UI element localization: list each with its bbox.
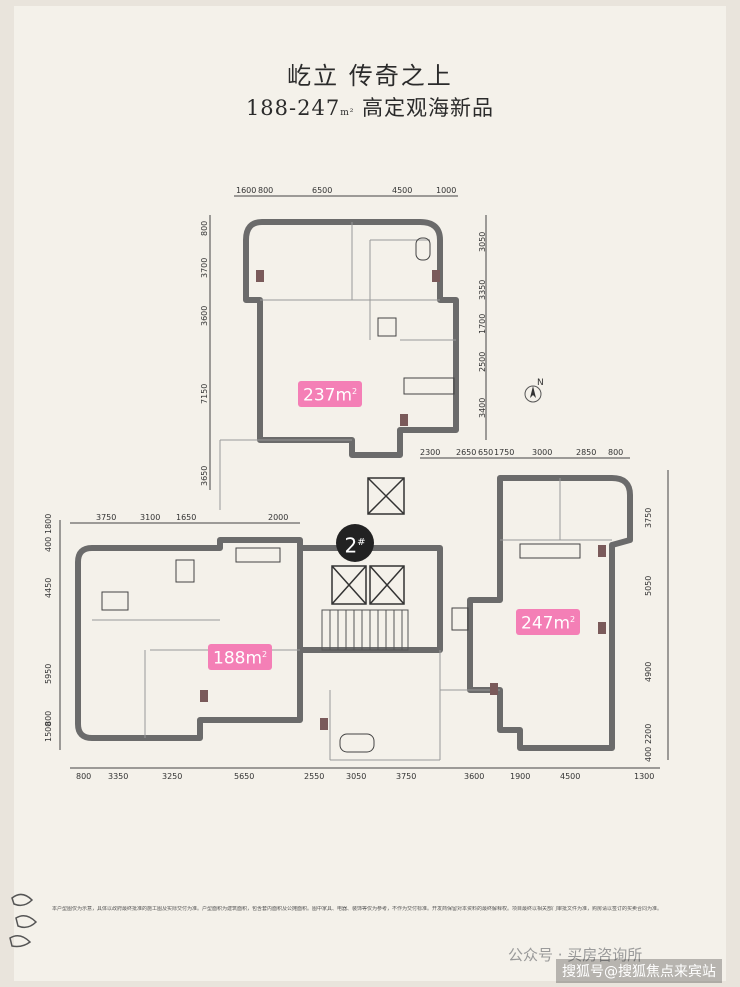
dim-label: 4900 xyxy=(644,661,653,682)
dim-label: 400 xyxy=(44,536,53,552)
stair xyxy=(321,609,409,651)
dim-label: 3700 xyxy=(200,257,209,278)
sink-icon xyxy=(101,591,129,611)
kitchen-counter xyxy=(403,377,455,395)
dim-label: 1000 xyxy=(436,186,457,195)
dim-label: 4500 xyxy=(392,186,413,195)
dim-label: 3750 xyxy=(96,513,117,522)
dim-label: 3050 xyxy=(478,231,487,252)
kitchen-counter xyxy=(519,543,581,559)
dim-label: 800 xyxy=(76,772,92,781)
dim-label: 3600 xyxy=(200,305,209,326)
unit-area-badge-188: 188m2 xyxy=(208,644,273,670)
dim-label: 1300 xyxy=(634,772,655,781)
dim-label: 1650 xyxy=(176,513,197,522)
dim-label: 650 xyxy=(478,448,494,457)
page-title: 屹立 传奇之上 xyxy=(287,62,453,90)
dim-label: 5050 xyxy=(644,575,653,596)
toilet-icon xyxy=(377,317,397,337)
dim-label: 3750 xyxy=(396,772,417,781)
page-subtitle: 188-247m² 高定观海新品 xyxy=(0,92,740,122)
dim-label: 3350 xyxy=(108,772,129,781)
floorplan-sheet xyxy=(14,6,726,981)
source-watermark: 搜狐号@搜狐焦点来宾站 xyxy=(556,959,722,983)
dim-label: 3350 xyxy=(478,279,487,300)
elevator-shaft xyxy=(369,565,405,605)
compass-icon: N xyxy=(523,378,544,404)
dim-label: 800 xyxy=(608,448,624,457)
unit-188-outline xyxy=(75,537,303,741)
dim-label: 800 xyxy=(44,710,53,726)
wechat-account-watermark: 公众号 · 买房咨询所 xyxy=(508,946,643,964)
dim-label: 3250 xyxy=(162,772,183,781)
subtitle-unit: m² xyxy=(340,108,355,118)
dim-label: 400 xyxy=(644,746,653,762)
dim-label: 2500 xyxy=(478,351,487,372)
dim-label: 3650 xyxy=(200,465,209,486)
dim-label: 4450 xyxy=(44,577,53,598)
subtitle-text: 高定观海新品 xyxy=(362,96,495,120)
dim-label: 2000 xyxy=(268,513,289,522)
dim-label: 2850 xyxy=(576,448,597,457)
dim-label: 3400 xyxy=(478,397,487,418)
elevator-shaft xyxy=(367,477,405,515)
dim-label: 800 xyxy=(258,186,274,195)
toilet-icon xyxy=(451,607,469,631)
dim-label: 7150 xyxy=(200,383,209,404)
kitchen-counter xyxy=(235,547,281,563)
developer-logo-icon xyxy=(6,888,44,952)
building-number-badge: 2# xyxy=(336,524,374,562)
elevator-shaft xyxy=(331,565,367,605)
dim-label: 5950 xyxy=(44,663,53,684)
dim-label: 2300 xyxy=(420,448,441,457)
dim-label: 2650 xyxy=(456,448,477,457)
dim-label: 3050 xyxy=(346,772,367,781)
dim-label: 4500 xyxy=(560,772,581,781)
toilet-icon xyxy=(175,559,195,583)
dim-label: 3100 xyxy=(140,513,161,522)
dim-label: 1800 xyxy=(44,513,53,534)
unit-area-badge-247: 247m2 xyxy=(516,609,581,635)
dim-label: 1750 xyxy=(494,448,515,457)
unit-area-badge-237: 237m2 xyxy=(298,381,363,407)
dim-label: 2550 xyxy=(304,772,325,781)
bathtub-icon xyxy=(339,733,375,753)
bathtub-icon xyxy=(415,237,431,261)
subtitle-area-range: 188-247 xyxy=(245,96,341,120)
dim-label: 3750 xyxy=(644,507,653,528)
dim-label: 2200 xyxy=(644,723,653,744)
dim-label: 1900 xyxy=(510,772,531,781)
dim-label: 3600 xyxy=(464,772,485,781)
unit-237-outline xyxy=(243,219,459,458)
disclaimer-text: 本户型图仅为示意，具体以政府最终批准的施工图及实际交付为准。户型面积为建筑面积，… xyxy=(52,906,663,912)
dim-label: 3000 xyxy=(532,448,553,457)
dim-label: 1600 xyxy=(236,186,257,195)
dim-label: 5650 xyxy=(234,772,255,781)
dim-label: 1700 xyxy=(478,313,487,334)
dim-label: 6500 xyxy=(312,186,333,195)
dim-label: 800 xyxy=(200,220,209,236)
